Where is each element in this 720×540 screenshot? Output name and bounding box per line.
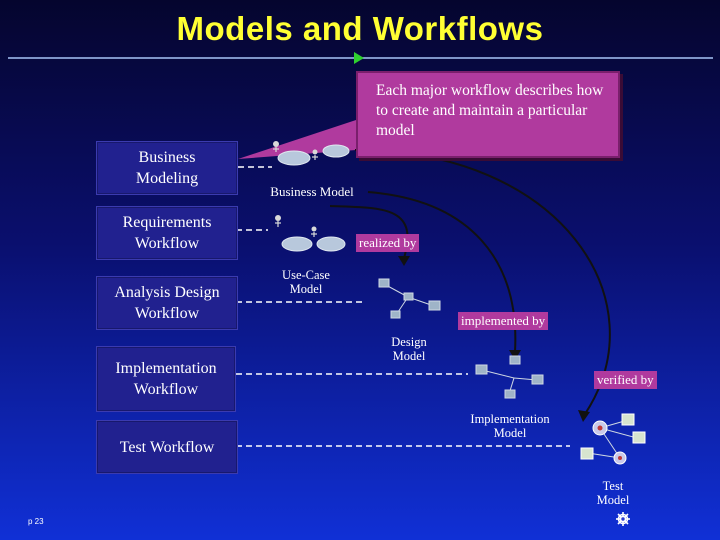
design-model-label: Design Model bbox=[391, 335, 427, 363]
implementation-model-icons bbox=[475, 355, 544, 399]
workflow-implementation: Implementation Workflow bbox=[96, 346, 236, 412]
class-icon bbox=[390, 310, 401, 319]
workflow-label: Analysis Design Workflow bbox=[114, 284, 220, 322]
workflow-test: Test Workflow bbox=[96, 420, 238, 474]
component-icon bbox=[531, 374, 544, 385]
actor-icon bbox=[312, 149, 318, 160]
test-model-icons bbox=[580, 413, 646, 526]
implementation-model-label: Implementation Model bbox=[470, 412, 550, 440]
arrowhead-realized bbox=[398, 256, 410, 266]
actor-icon bbox=[273, 141, 279, 152]
use-case-icon bbox=[322, 144, 350, 158]
business-model-label: Business Model bbox=[270, 184, 354, 199]
verified-by-tag: verified by bbox=[594, 371, 657, 389]
use-case-model-label: Use-Case Model bbox=[282, 268, 330, 296]
workflow-business-modeling: Business Modeling bbox=[96, 141, 238, 195]
realized-by-tag: realized by bbox=[356, 234, 420, 252]
workflow-label: Requirements Workflow bbox=[122, 214, 212, 252]
class-icon bbox=[428, 300, 441, 311]
use-case-icon bbox=[316, 236, 346, 252]
arrowhead-implemented bbox=[509, 350, 521, 360]
class-icon bbox=[378, 278, 390, 288]
test-script-icon bbox=[580, 447, 594, 460]
workflow-label: Test Workflow bbox=[119, 438, 215, 456]
implemented-by-tag: implemented by bbox=[458, 312, 549, 330]
workflow-label: Business Modeling bbox=[135, 149, 199, 187]
callout-box: Each major workflow describes how to cre… bbox=[356, 71, 620, 158]
test-script-icon bbox=[621, 413, 635, 426]
callout-text: Each major workflow describes how to cre… bbox=[376, 82, 604, 139]
actor-icon bbox=[311, 226, 317, 237]
slide-title: Models and Workflows bbox=[176, 10, 544, 47]
workflow-requirements: Requirements Workflow bbox=[96, 206, 238, 260]
workflow-label: Implementation Workflow bbox=[115, 360, 217, 398]
arrow-verified bbox=[354, 149, 611, 415]
use-case-icon bbox=[277, 150, 311, 166]
class-icon bbox=[403, 292, 414, 301]
component-icon bbox=[509, 355, 521, 365]
page-number: p 23 bbox=[28, 517, 44, 526]
actor-icon bbox=[275, 215, 281, 227]
test-gear-icon bbox=[616, 512, 630, 526]
component-icon bbox=[475, 364, 488, 375]
component-icon bbox=[504, 389, 516, 399]
workflow-analysis-design: Analysis Design Workflow bbox=[96, 276, 238, 330]
business-model-icons bbox=[273, 141, 350, 166]
divider-arrow-icon bbox=[354, 52, 364, 64]
test-model-label: Test Model bbox=[596, 479, 630, 507]
test-script-icon bbox=[632, 431, 646, 444]
design-model-icons bbox=[378, 278, 441, 319]
arrowhead-verified bbox=[578, 410, 590, 422]
use-case-icon bbox=[281, 236, 313, 252]
use-case-model-icons bbox=[275, 215, 346, 252]
